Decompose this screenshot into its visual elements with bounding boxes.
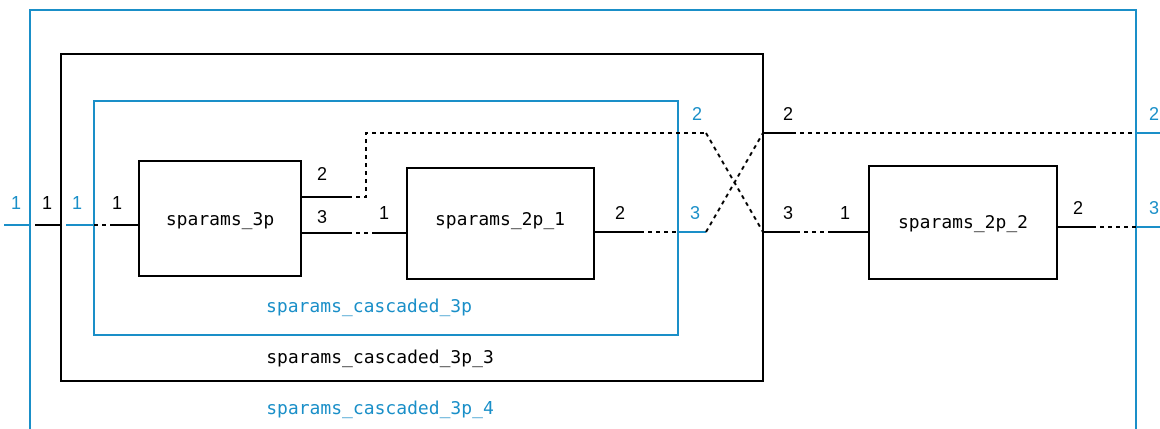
component-3p-port-2-label: 2 [317,164,327,184]
inner-port-1-label: 1 [72,193,82,213]
inner-port-2-label: 2 [692,104,702,124]
outer-block-label: sparams_cascaded_3p_4 [266,398,494,419]
component-2p-2-port-1-label: 1 [840,203,850,223]
mid-block-frame [60,53,764,382]
component-3p-port-3-label: 3 [317,207,327,227]
inner-block-label: sparams_cascaded_3p [266,296,472,317]
mid-port-3-label: 3 [783,203,793,223]
inner-block-frame [93,100,679,336]
component-2p-1-port-2-label: 2 [615,203,625,223]
crossover-line-b [705,132,764,233]
mid-port-1-label: 1 [42,193,52,213]
component-3p-box [138,160,302,277]
component-2p-1-port-1-label: 1 [379,203,389,223]
component-2p-2-label: sparams_2p_2 [898,212,1028,233]
mid-port-2-label: 2 [783,104,793,124]
component-2p-1-box [406,167,595,280]
outer-port-2-label: 2 [1149,104,1159,124]
component-3p-label: sparams_3p [166,209,274,230]
outer-block-frame [29,9,1137,429]
mid-block-label: sparams_cascaded_3p_3 [266,347,494,368]
component-2p-2-port-2-label: 2 [1073,198,1083,218]
component-2p-2-box [868,165,1058,280]
wire-port-2-dashed [348,132,706,198]
component-2p-1-label: sparams_2p_1 [435,209,565,230]
outer-port-3-label: 3 [1149,198,1159,218]
outer-port-1-label: 1 [11,193,21,213]
inner-port-3-label: 3 [690,203,700,223]
component-3p-port-1-label: 1 [112,193,122,213]
